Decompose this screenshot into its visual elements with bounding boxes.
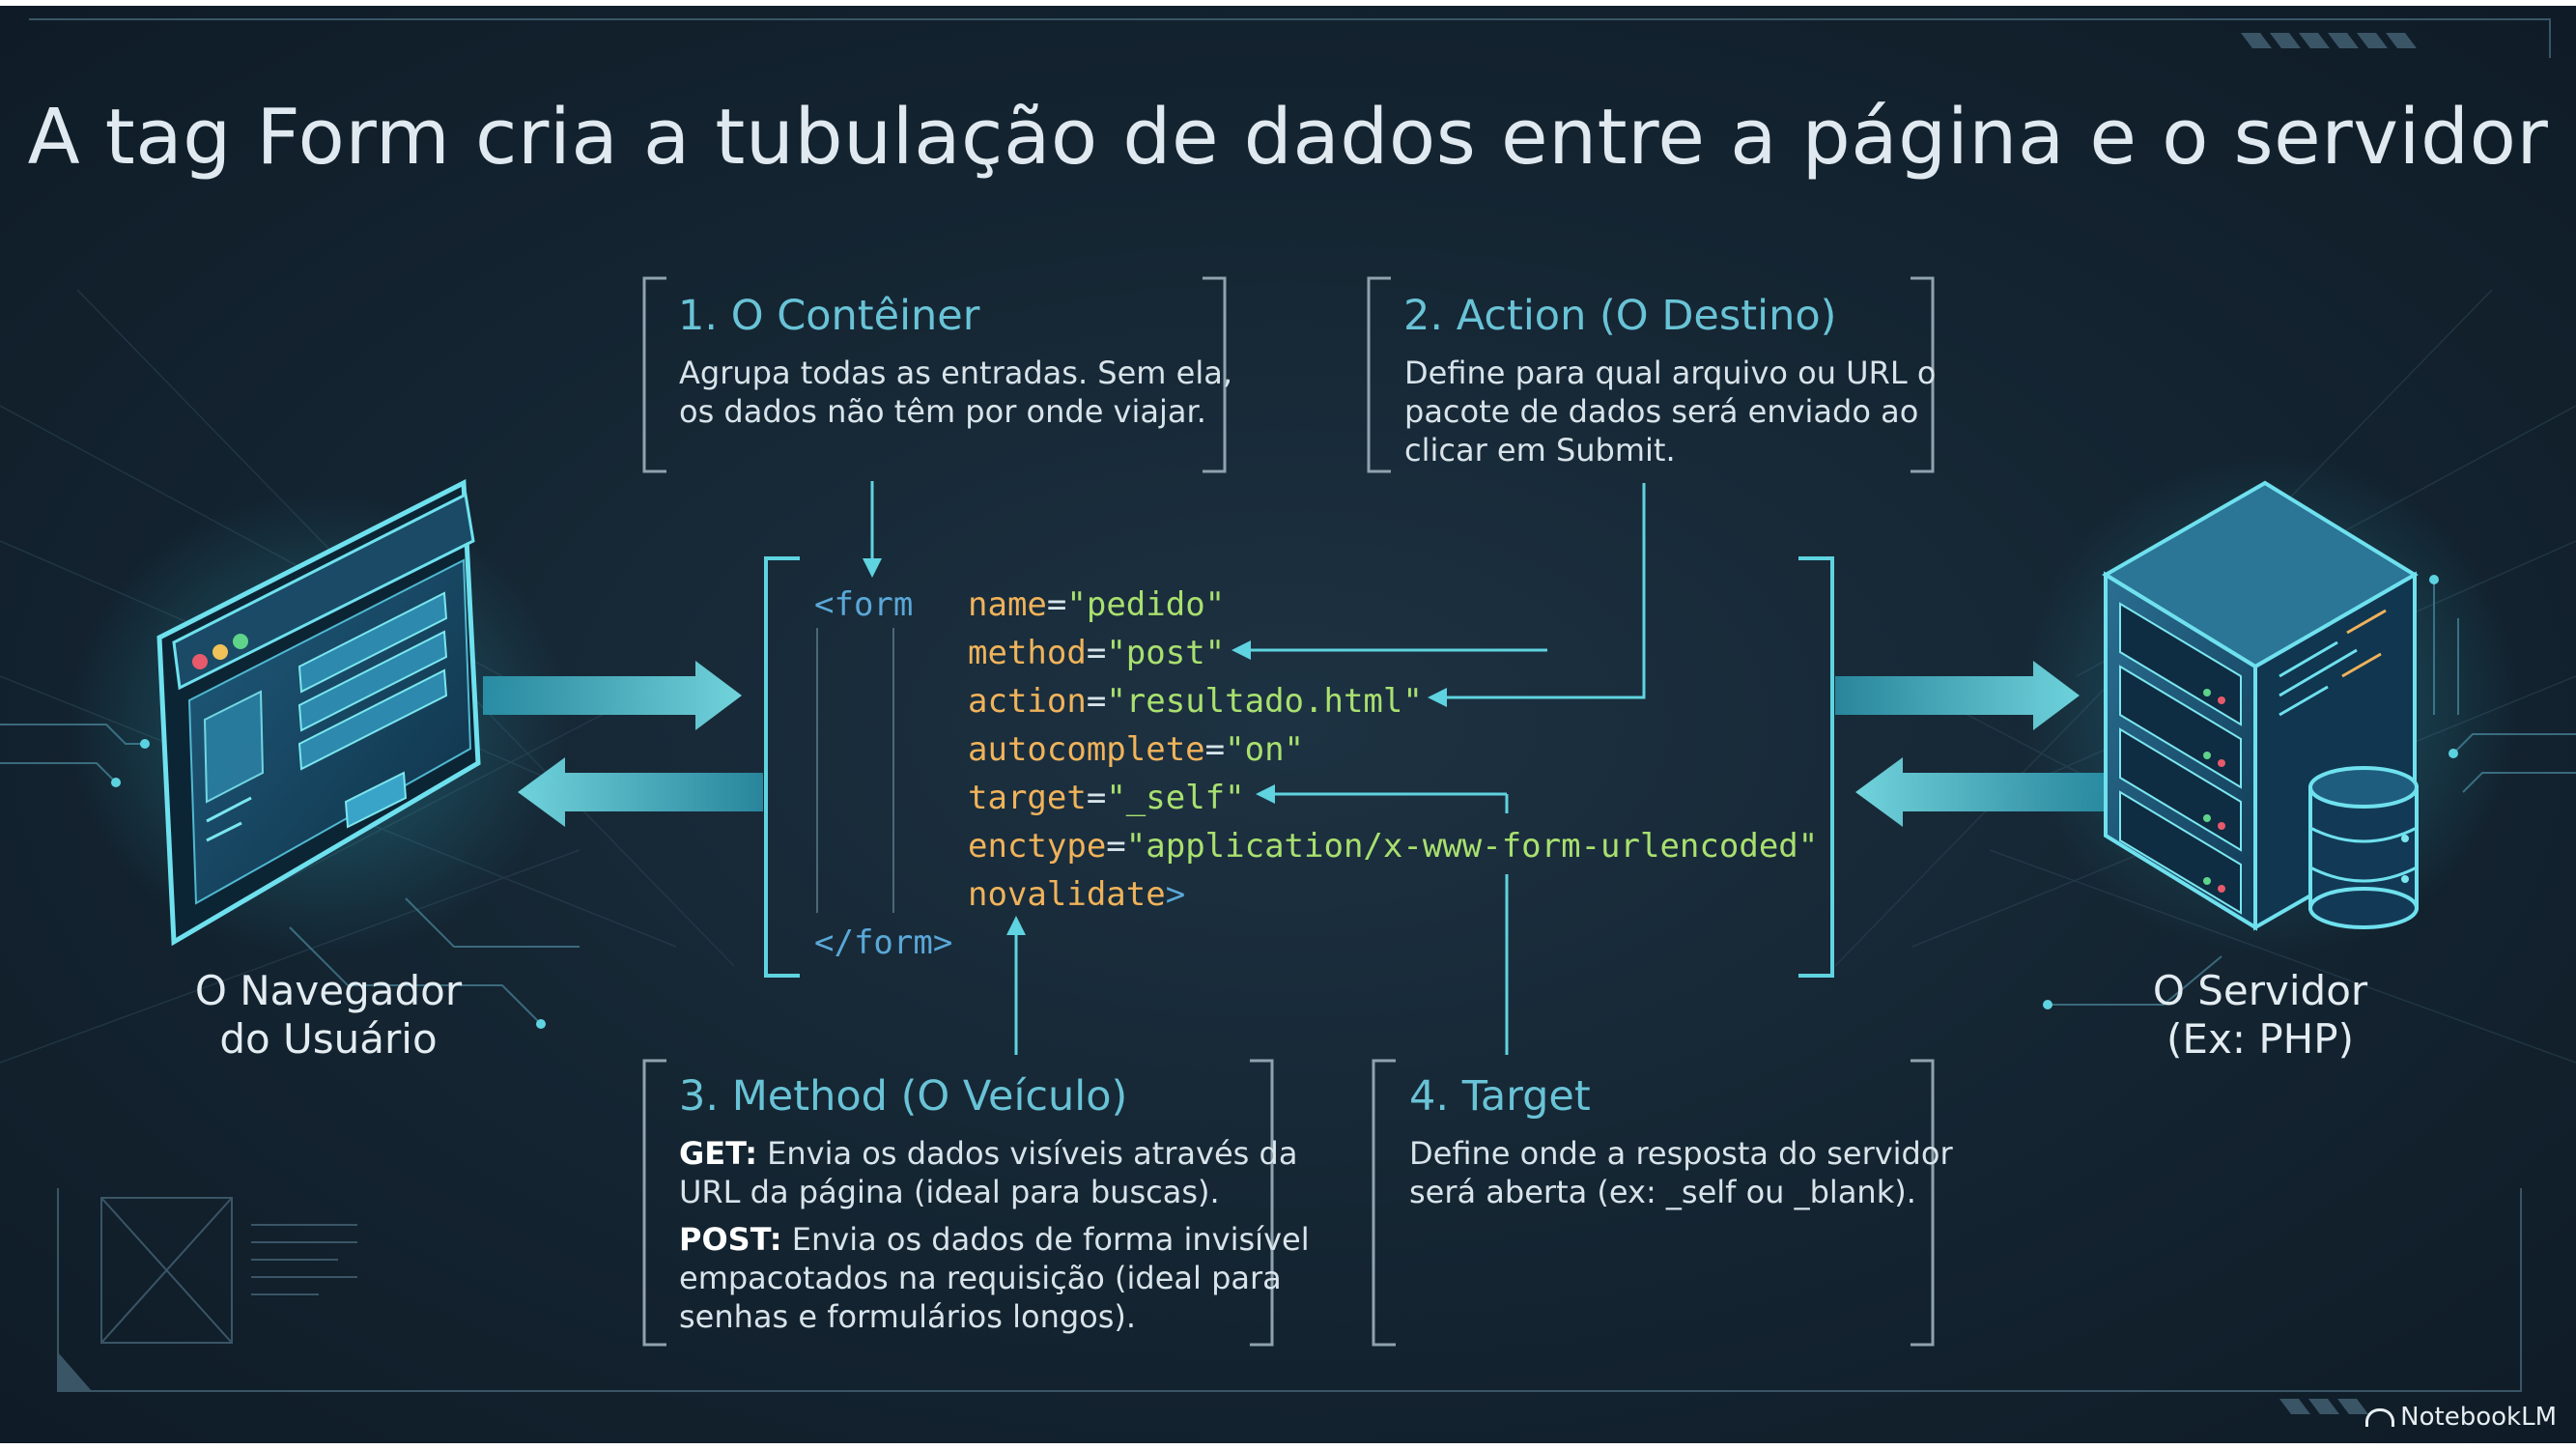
attr-name: method bbox=[968, 634, 1087, 672]
action-desc-line: Define para qual arquivo ou URL o bbox=[1404, 355, 1937, 391]
action-box-title: 2. Action (O Destino) bbox=[1403, 292, 1837, 340]
container-box-description: Agrupa todas as entradas. Sem ela, os da… bbox=[679, 354, 1232, 431]
code-brackets bbox=[764, 556, 1834, 978]
target-desc-line: será aberta (ex: _self ou _blank). bbox=[1409, 1174, 1916, 1210]
code-close-tag: </form> bbox=[814, 923, 953, 962]
action-desc-line: clicar em Submit. bbox=[1404, 432, 1676, 469]
browser-label: O Navegador do Usuário bbox=[155, 967, 502, 1064]
wireframe-decoration bbox=[100, 1197, 357, 1344]
server-label-line: O Servidor bbox=[2152, 967, 2368, 1014]
method-post-line: senhas e formulários longos). bbox=[679, 1298, 1137, 1335]
code-attribute: novalidate> bbox=[968, 875, 1185, 914]
container-desc-line: os dados não têm por onde viajar. bbox=[679, 393, 1206, 430]
action-desc-line: pacote de dados será enviado ao bbox=[1404, 393, 1919, 430]
pointer-connectors bbox=[870, 481, 1646, 1055]
code-indent-guides bbox=[816, 628, 894, 913]
post-label: POST: bbox=[679, 1221, 782, 1258]
attr-name: name bbox=[968, 585, 1047, 624]
browser-label-line: O Navegador bbox=[194, 967, 463, 1014]
method-get-line: GET: Envia os dados visíveis através da bbox=[679, 1134, 1310, 1173]
container-box-title: 1. O Contêiner bbox=[678, 292, 980, 340]
attr-name: action bbox=[968, 682, 1087, 721]
database-icon bbox=[2308, 766, 2419, 929]
action-box-description: Define para qual arquivo ou URL o pacote… bbox=[1404, 354, 1936, 469]
diagram-canvas: A tag Form cria a tubulação de dados ent… bbox=[0, 6, 2576, 1443]
browser-window-icon bbox=[68, 479, 570, 956]
server-label: O Servidor (Ex: PHP) bbox=[2086, 967, 2434, 1064]
target-desc-line: Define onde a resposta do servidor bbox=[1409, 1135, 1953, 1172]
server-label-line: (Ex: PHP) bbox=[2166, 1015, 2354, 1063]
outer-frame bbox=[29, 18, 2551, 1392]
attr-name: novalidate bbox=[968, 875, 1166, 914]
attr-name: autocomplete bbox=[968, 730, 1205, 769]
method-box-title: 3. Method (O Veículo) bbox=[679, 1072, 1128, 1121]
target-box-description: Define onde a resposta do servidor será … bbox=[1409, 1134, 1953, 1211]
attr-value: "on" bbox=[1225, 730, 1305, 769]
attr-value: "post" bbox=[1106, 634, 1226, 672]
attr-name: target bbox=[968, 779, 1087, 817]
frame-stripes bbox=[58, 33, 2417, 1414]
code-attribute: action="resultado.html" bbox=[968, 682, 1423, 721]
method-box-description: GET: Envia os dados visíveis através da … bbox=[679, 1134, 1310, 1336]
method-get-line: URL da página (ideal para buscas). bbox=[679, 1174, 1220, 1210]
attr-value: "_self" bbox=[1106, 779, 1245, 817]
code-attribute: name="pedido" bbox=[968, 585, 1226, 624]
brand-watermark: NotebookLM bbox=[2365, 1403, 2557, 1432]
attr-value: "pedido" bbox=[1066, 585, 1226, 624]
code-attribute: autocomplete="on" bbox=[968, 730, 1305, 769]
pointer-arrowheads bbox=[863, 558, 1447, 935]
page-title: A tag Form cria a tubulação de dados ent… bbox=[27, 93, 2549, 182]
code-open-tag: <form bbox=[814, 585, 914, 624]
brand-name: NotebookLM bbox=[2400, 1403, 2557, 1432]
code-attribute: target="_self" bbox=[968, 779, 1245, 817]
box-brackets bbox=[642, 276, 1935, 1347]
attr-name: enctype bbox=[968, 827, 1107, 866]
attr-value: "application/x-www-form-urlencoded" bbox=[1125, 827, 1819, 866]
notebooklm-logo-icon bbox=[2365, 1408, 2395, 1427]
method-post-line: POST: Envia os dados de forma invisível bbox=[679, 1220, 1310, 1259]
target-box-title: 4. Target bbox=[1409, 1072, 1591, 1121]
server-rack-icon bbox=[2019, 454, 2521, 956]
method-post-line: empacotados na requisição (ideal para bbox=[679, 1260, 1282, 1296]
tag-bracket: > bbox=[1165, 875, 1186, 914]
attr-value: "resultado.html" bbox=[1106, 682, 1423, 721]
get-label: GET: bbox=[679, 1135, 757, 1172]
browser-label-line: do Usuário bbox=[219, 1015, 438, 1063]
post-desc: Envia os dados de forma invisível bbox=[791, 1221, 1310, 1258]
diagram-graphics bbox=[0, 18, 2576, 1414]
code-attribute: enctype="application/x-www-form-urlencod… bbox=[968, 827, 1819, 866]
code-attribute: method="post" bbox=[968, 634, 1226, 672]
get-desc: Envia os dados visíveis através da bbox=[767, 1135, 1298, 1172]
container-desc-line: Agrupa todas as entradas. Sem ela, bbox=[679, 355, 1232, 391]
